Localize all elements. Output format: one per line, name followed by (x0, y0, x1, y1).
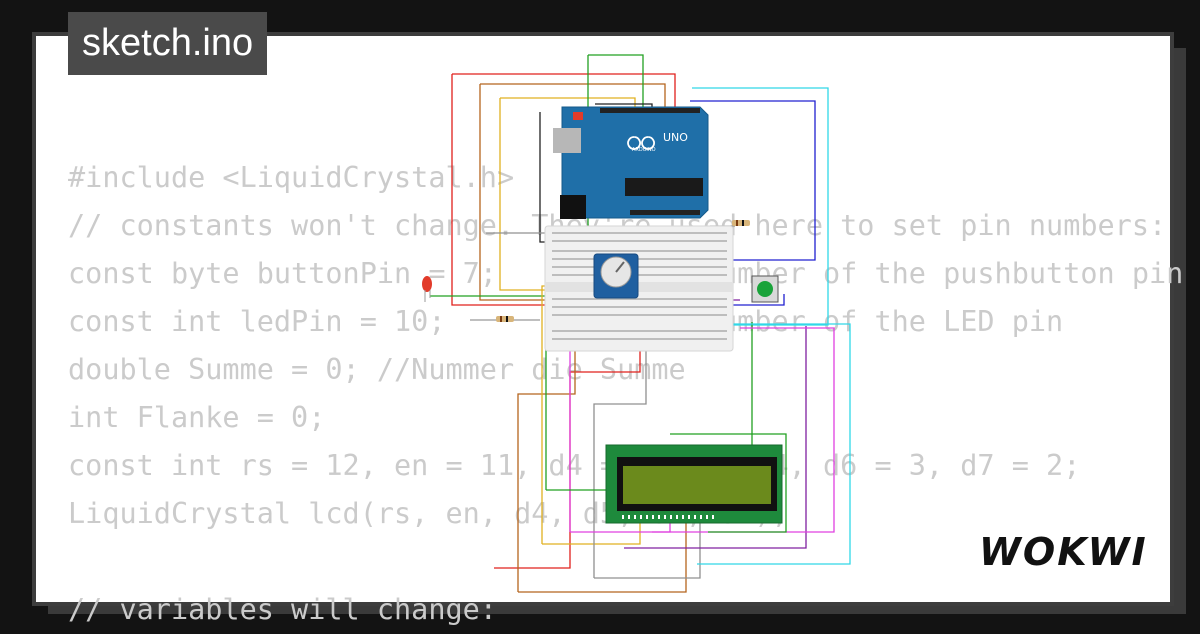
code-line: #include <LiquidCrystal.h> (68, 161, 515, 194)
wire-grey-lcd2 (593, 320, 647, 578)
code-line: double Summe = 0; //Nummer die Summe (68, 353, 686, 386)
wire-yellow-top (500, 97, 636, 110)
wire-grey-lcd (594, 520, 701, 579)
reset-button (573, 112, 583, 120)
potentiometer (593, 253, 639, 299)
wire-yellow-lcd (542, 520, 641, 545)
analog-header (630, 210, 700, 215)
wire-brown-top (480, 83, 666, 110)
board-brand-label: ARDUINO (632, 147, 656, 153)
wire-purple-lcd (624, 326, 807, 549)
breadboard (544, 225, 734, 352)
wire-cyan-lcd (697, 323, 851, 565)
code-line: int Flanke = 0; (68, 401, 326, 434)
resistor (496, 316, 514, 322)
wokwi-logo-text: WOKWI (979, 530, 1148, 574)
arduino-uno-board: UNO ARDUINO (553, 106, 709, 219)
wire-red-lcd (494, 320, 641, 569)
wire-blue-top (690, 100, 816, 261)
wire-green-top (588, 54, 644, 112)
resistor (732, 220, 750, 226)
wire-green-lcd4 (670, 433, 787, 533)
wires (430, 54, 851, 593)
wokwi-logo: WOKWI (979, 530, 1148, 574)
sketch-title-badge: sketch.ino (68, 12, 268, 75)
wire-yellow-left (499, 98, 560, 291)
wire-red-left (451, 74, 565, 306)
board-name-label: UNO (663, 131, 688, 144)
wire-brown-lcd (518, 520, 687, 593)
push-button (751, 275, 779, 303)
led (422, 276, 432, 302)
lcd-display (605, 444, 783, 524)
digital-header (600, 108, 700, 113)
wire-red-top (452, 73, 676, 112)
wire-cyan-top (660, 87, 829, 326)
usb-port (553, 128, 581, 153)
code-line: // variables will change: (68, 593, 497, 626)
microcontroller-chip (625, 178, 703, 196)
power-jack (560, 195, 586, 219)
